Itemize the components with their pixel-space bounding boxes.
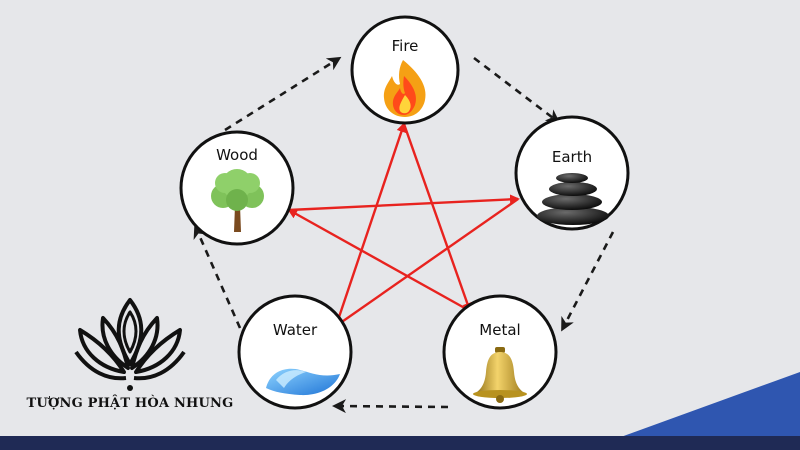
tree-icon (211, 169, 264, 232)
bell-icon (473, 347, 527, 403)
node-label: Fire (392, 37, 419, 55)
generating-arrow-metal-water (332, 399, 449, 414)
footer-bar (0, 436, 800, 450)
footer-accent-shape (585, 372, 800, 450)
node-label: Earth (552, 148, 592, 166)
lotus-icon (74, 298, 186, 381)
node-label: Water (273, 321, 318, 339)
stacked-stones-icon (537, 173, 609, 225)
node-fire: Fire (350, 15, 460, 125)
generating-arrow-earth-metal (561, 231, 615, 332)
node-earth: Earth (514, 115, 630, 231)
brand-name: TƯỢNG PHẬT HÒA NHUNG (27, 394, 234, 411)
controlling-arrow-fire-metal (402, 123, 473, 313)
controlling-arrow-metal-wood (287, 208, 471, 313)
generating-arrow-fire-earth (473, 56, 561, 124)
node-label: Metal (479, 321, 520, 339)
node-label: Wood (216, 146, 258, 164)
controlling-arrow-wood-earth (288, 194, 520, 212)
controlling-cycle-arrows (287, 122, 520, 328)
controlling-arrow-earth-water (334, 198, 519, 328)
node-metal: Metal (442, 294, 558, 410)
node-water: Water (237, 294, 353, 410)
generating-cycle-arrows (193, 56, 615, 414)
flame-icon (383, 60, 426, 117)
controlling-arrow-water-fire (334, 122, 407, 327)
node-wood: Wood (179, 130, 295, 246)
water-wave-icon (266, 368, 340, 396)
brand-logo: TƯỢNG PHẬT HÒA NHUNG (27, 298, 234, 411)
generating-arrow-water-wood (193, 224, 242, 329)
generating-arrow-wood-fire (224, 56, 342, 132)
